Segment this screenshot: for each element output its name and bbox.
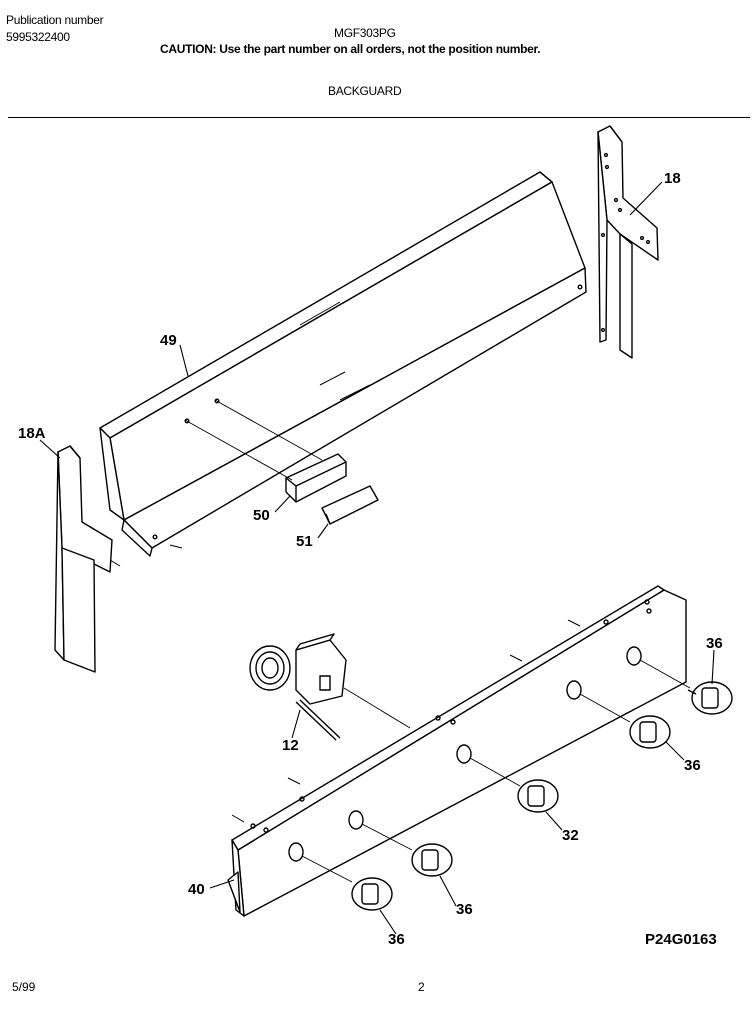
model-number: MGF303PG	[334, 26, 396, 40]
caution-note: CAUTION: Use the part number on all orde…	[160, 42, 541, 56]
section-title: BACKGUARD	[328, 84, 402, 98]
knobs	[301, 659, 733, 911]
callout-36-upper: 36	[706, 635, 723, 652]
publication-number: 5995322400	[6, 30, 70, 44]
callout-18a: 18A	[18, 425, 46, 442]
callout-18: 18	[664, 170, 681, 187]
nameplate-part-51	[321, 485, 379, 525]
callout-51: 51	[296, 533, 313, 550]
drawing-code: P24G0163	[645, 931, 717, 948]
knob-32	[469, 757, 559, 813]
callout-36-lower: 36	[456, 901, 473, 918]
callout-32: 32	[562, 827, 579, 844]
callout-40: 40	[188, 881, 205, 898]
bracket-part-50	[184, 398, 347, 503]
leader-lines	[39, 181, 715, 935]
thermostat	[249, 633, 411, 741]
knob-36-mid	[579, 693, 671, 749]
callout-12: 12	[282, 737, 299, 754]
callout-36-bottom: 36	[388, 931, 405, 948]
callout-36-mid: 36	[684, 757, 701, 774]
knob-36-lower	[361, 823, 453, 877]
knob-36-bottom	[301, 855, 393, 911]
publication-number-label: Publication number	[6, 13, 104, 27]
page-number: 2	[418, 980, 425, 994]
callout-50: 50	[253, 507, 270, 524]
control-panel	[227, 585, 687, 917]
end-bracket-right	[597, 125, 659, 359]
backguard-panel	[99, 171, 587, 557]
end-bracket-left	[54, 445, 121, 673]
revision-date: 5/99	[12, 980, 36, 994]
callout-49: 49	[160, 332, 177, 349]
header-divider	[8, 117, 750, 118]
